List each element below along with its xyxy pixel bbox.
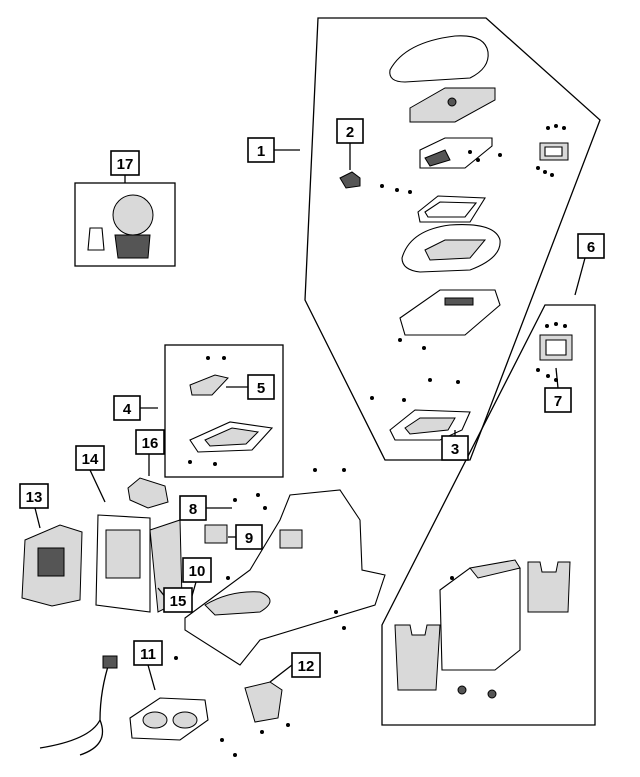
hinge-bracket-right: [539, 142, 569, 161]
callout-13: 13: [19, 483, 49, 509]
wiring-harness: [39, 655, 118, 756]
base-plate-part-3: [389, 409, 471, 441]
svg-text:6: 6: [587, 239, 595, 256]
armrest-lid: [389, 35, 489, 83]
hinge-part-7: [536, 322, 573, 382]
center-console: [184, 489, 386, 666]
callout-15: 15: [163, 587, 193, 613]
armrest-lid-inner: [409, 87, 496, 123]
rear-trim-assembly-outline: [381, 304, 596, 726]
leader-lines: [34, 143, 586, 691]
rear-clips: [450, 576, 497, 699]
hinge-part-5: [189, 356, 229, 396]
latch-bracket: [419, 137, 493, 169]
svg-text:8: 8: [189, 501, 197, 518]
callout-6: 6: [577, 233, 605, 259]
rear-panel: [439, 559, 521, 671]
bin-base: [399, 289, 501, 336]
cup-holder-part-11: [129, 697, 209, 741]
armrest-assembly-outline: [304, 17, 601, 461]
callout-5: 5: [247, 374, 275, 400]
hinge-slide: [188, 421, 274, 466]
callout-12: 12: [291, 652, 321, 678]
callout-4: 4: [113, 395, 141, 421]
callout-16: 16: [135, 429, 165, 455]
svg-text:16: 16: [142, 435, 159, 452]
svg-text:1: 1: [257, 143, 265, 160]
shifter-bezel-part-13: [21, 524, 83, 607]
svg-text:2: 2: [346, 124, 354, 141]
svg-text:17: 17: [117, 156, 134, 173]
callout-7: 7: [544, 387, 572, 413]
svg-text:10: 10: [189, 563, 206, 580]
latch-part-2: [339, 171, 361, 189]
svg-text:11: 11: [140, 646, 156, 663]
svg-text:14: 14: [82, 451, 99, 468]
front-panel-part-14: [95, 514, 151, 613]
hinge-assembly-outline: [164, 344, 284, 478]
svg-text:4: 4: [123, 401, 132, 418]
callout-14: 14: [75, 445, 105, 471]
svg-text:12: 12: [298, 658, 315, 675]
callout-10: 10: [182, 557, 212, 583]
svg-text:7: 7: [554, 393, 562, 410]
cup-holder-part-17: [87, 194, 154, 259]
pad-part-9: [204, 524, 228, 544]
svg-text:3: 3: [451, 441, 459, 458]
rear-trim-pad-lower: [394, 624, 441, 691]
svg-text:9: 9: [245, 530, 253, 547]
fasteners-lower: [174, 468, 346, 757]
svg-text:5: 5: [257, 380, 265, 397]
callout-8: 8: [179, 495, 207, 521]
seal-frame: [417, 195, 486, 223]
storage-cup-part-12: [244, 681, 283, 723]
rear-trim-pad-upper: [527, 561, 571, 613]
svg-text:13: 13: [26, 489, 43, 506]
fasteners-group-1: [370, 124, 566, 402]
callout-9: 9: [235, 524, 263, 550]
svg-text:15: 15: [170, 593, 187, 610]
bracket-part-16: [127, 477, 169, 509]
callout-3: 3: [441, 435, 469, 461]
callout-11: 11: [133, 640, 163, 666]
callout-17: 17: [110, 150, 140, 176]
callout-2: 2: [336, 118, 364, 144]
storage-bin: [401, 224, 501, 273]
callout-1: 1: [247, 137, 275, 163]
